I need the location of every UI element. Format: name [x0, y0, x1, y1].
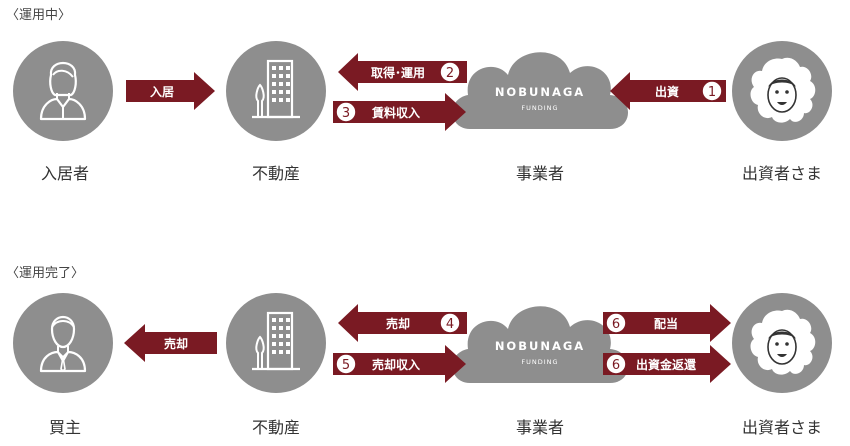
property-node — [226, 41, 326, 141]
arrow-move-in: 入居 — [126, 72, 215, 110]
node-label-investor: 出資者さま — [741, 164, 822, 183]
section-title-completed: 〈運用完了〉 — [6, 266, 85, 281]
arrow-sale-income: 5 売却収入 — [333, 345, 466, 383]
node-label-operator: 事業者 — [515, 164, 564, 183]
step-number-6a: 6 — [612, 317, 620, 332]
arrow-rent-income: 3 賃料収入 — [333, 93, 466, 131]
step-badge-1 — [701, 80, 723, 102]
buyer-node — [13, 293, 113, 393]
arrow-invest: 出資 1 — [610, 72, 726, 110]
node-label-investor-2: 出資者さま — [741, 418, 822, 437]
arrow-capital-return: 6 出資金返還 — [603, 345, 731, 383]
arrow-label-sale-income: 売却収入 — [372, 357, 420, 372]
step-badge-2 — [439, 61, 461, 83]
logo-sub-2: FUNDING — [521, 358, 558, 366]
step-number-6b: 6 — [612, 358, 620, 373]
step-badge-3 — [335, 101, 357, 123]
step-badge-6a — [605, 312, 627, 334]
step-number-2: 2 — [446, 66, 454, 81]
operator-node: NOBUNAGA FUNDING — [452, 52, 628, 129]
step-badge-4 — [439, 312, 461, 334]
investor-node-2 — [732, 293, 832, 393]
arrow-acquire-operate: 取得･運用 2 — [338, 53, 467, 91]
step-badge-6b — [605, 353, 627, 375]
operator-node-2: NOBUNAGA FUNDING — [452, 306, 628, 383]
arrow-label-sale-to-buyer: 売却 — [164, 336, 188, 351]
node-label-buyer: 買主 — [48, 418, 81, 437]
arrow-sale-to-buyer: 売却 — [124, 324, 217, 362]
tenant-node — [13, 41, 113, 141]
node-label-property: 不動産 — [251, 164, 300, 183]
arrow-dividend: 6 配当 — [603, 304, 731, 342]
property-node-2 — [226, 293, 326, 393]
step-number-1: 1 — [708, 85, 716, 100]
step-badge-5 — [335, 353, 357, 375]
logo-sub: FUNDING — [521, 104, 558, 112]
node-label-property-2: 不動産 — [251, 418, 300, 437]
buyer-circle — [13, 293, 113, 393]
arrow-label-invest: 出資 — [655, 84, 679, 99]
arrow-label-move-in: 入居 — [150, 85, 174, 99]
tenant-circle — [13, 41, 113, 141]
arrow-label-sale: 売却 — [386, 316, 410, 331]
logo-name-2: NOBUNAGA — [495, 339, 585, 353]
arrow-label-rent-income: 賃料収入 — [371, 105, 420, 120]
node-label-tenant: 入居者 — [40, 164, 89, 183]
investor-node — [732, 41, 832, 141]
step-number-4: 4 — [446, 317, 454, 332]
logo-name: NOBUNAGA — [495, 85, 585, 99]
step-number-5: 5 — [342, 358, 350, 373]
arrow-sale: 売却 4 — [338, 304, 467, 342]
node-label-operator-2: 事業者 — [515, 418, 564, 437]
arrow-label-capital-return: 出資金返還 — [636, 357, 697, 372]
section-title-operating: 〈運用中〉 — [6, 8, 72, 23]
arrow-label-acquire-operate: 取得･運用 — [371, 65, 425, 80]
arrow-label-dividend: 配当 — [654, 316, 678, 331]
step-number-3: 3 — [342, 106, 350, 121]
